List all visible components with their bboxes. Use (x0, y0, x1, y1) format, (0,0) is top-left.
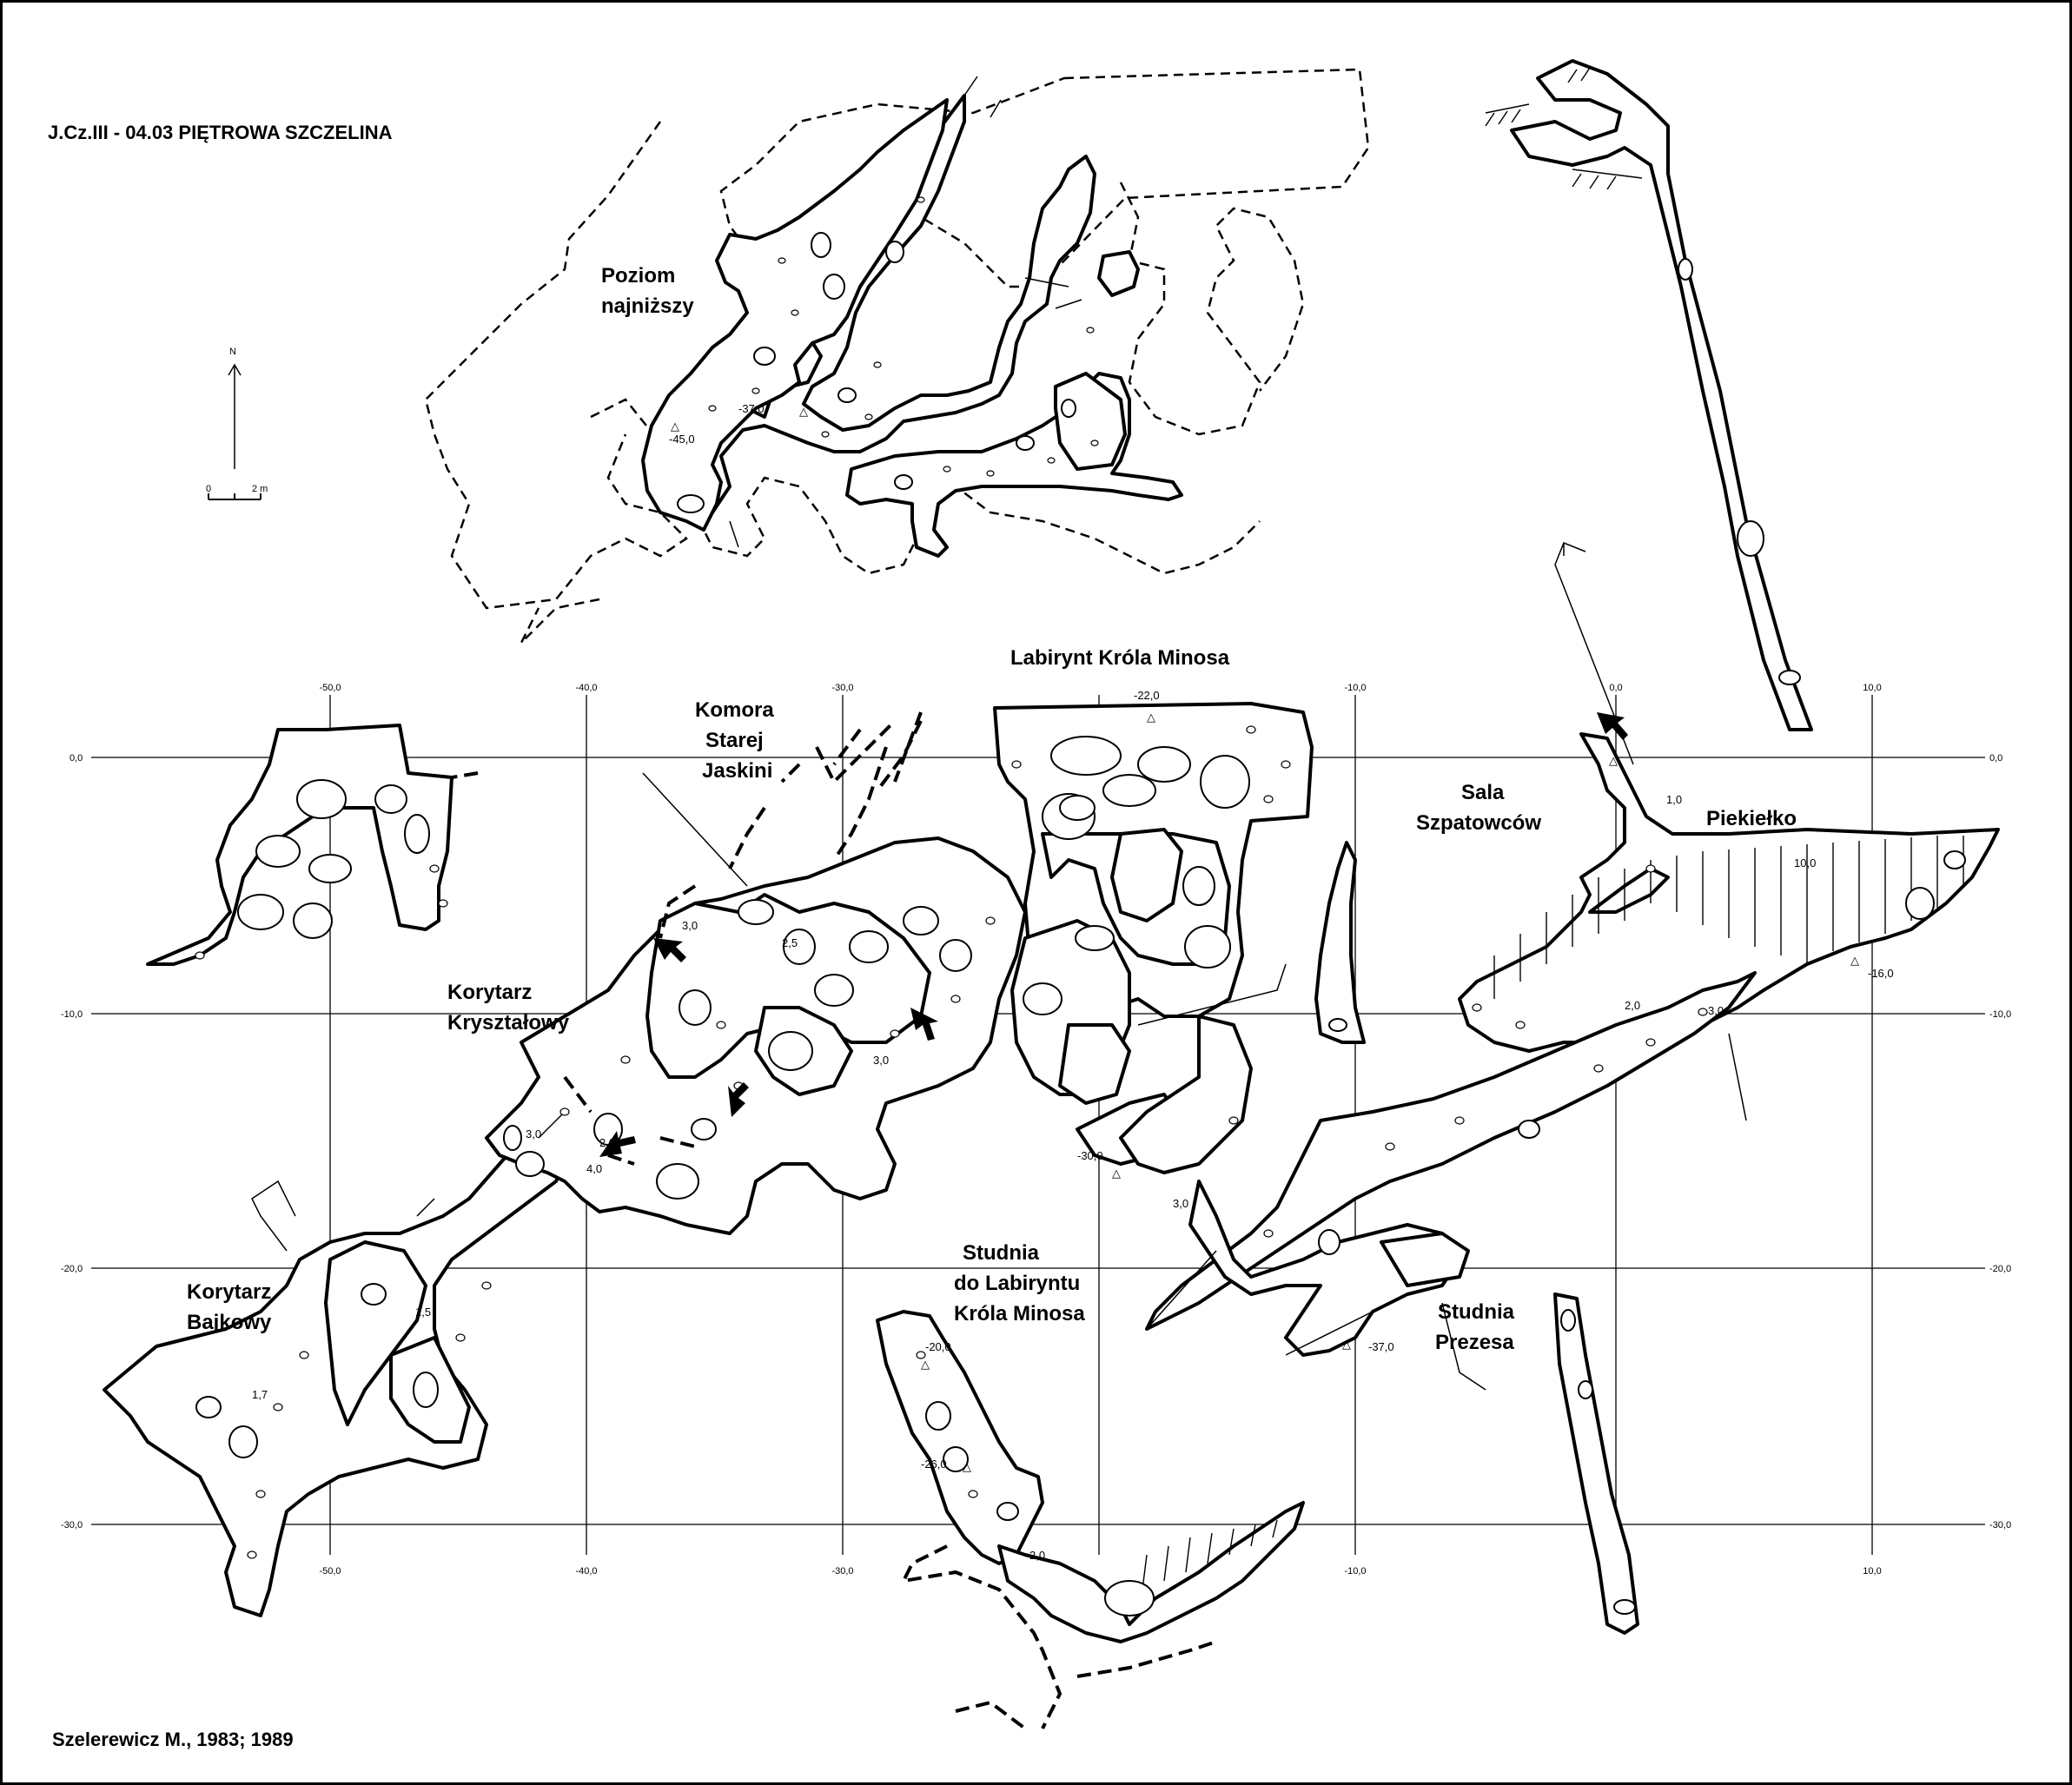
height-label: 2,0 (599, 1136, 615, 1149)
scale-zero: 0 (206, 484, 211, 494)
label-piekielko: Piekiełko (1706, 807, 1797, 830)
x-tick-bottom: -50,0 (319, 1566, 341, 1577)
slope-hatching (1493, 836, 1964, 999)
y-tick-left: -10,0 (61, 1009, 83, 1020)
survey-station-icon: △ (1112, 1167, 1121, 1180)
y-tick-right: -10,0 (1989, 1009, 2011, 1020)
height-label: 10,0 (1794, 856, 1816, 869)
x-tick-top: -40,0 (575, 683, 597, 693)
label-krola-minosa: Króla Minosa (954, 1302, 1085, 1326)
depth-label: -20,0 (925, 1340, 951, 1353)
pebbles-main (195, 725, 1966, 1616)
survey-station-icon: △ (1342, 1338, 1351, 1351)
label-prezesa: Prezesa (1435, 1331, 1514, 1354)
label-krysztalowy: Kryształowy (447, 1011, 570, 1035)
label-do-labiryntu: do Labiryntu (954, 1272, 1080, 1295)
author-credit: Szelerewicz M., 1983; 1989 (52, 1729, 294, 1750)
depth-label: -16,0 (1868, 967, 1894, 980)
x-tick-top: 0,0 (1609, 683, 1622, 693)
label-studnia-prezesa: Studnia (1438, 1300, 1515, 1324)
scale-bar: 0 2 m (206, 484, 268, 500)
height-label: 1,7 (252, 1388, 268, 1401)
label-najnizszy: najniższy (601, 294, 694, 318)
pebbles-upper (677, 196, 1099, 513)
x-tick-bottom: 10,0 (1863, 1566, 1881, 1577)
height-label: 2,5 (782, 936, 798, 949)
scale-end: 2 m (252, 484, 268, 494)
survey-station-icon: △ (963, 1460, 971, 1473)
depth-label: -37,0 (738, 402, 765, 415)
y-tick-left: -20,0 (61, 1264, 83, 1274)
upper-level-map: -37,0 △ -45,0 △ (424, 68, 1370, 644)
place-labels: J.Cz.III - 04.03 PIĘTROWA SZCZELINA Pozi… (48, 122, 1797, 1750)
depth-label: -22,0 (1134, 689, 1160, 702)
y-tick-left: 0,0 (70, 753, 83, 764)
label-sala: Sala (1461, 781, 1505, 804)
label-korytarz-bajkowy: Korytarz (187, 1280, 271, 1304)
y-tick-right: 0,0 (1989, 753, 2002, 764)
survey-station-icon: △ (799, 405, 808, 418)
y-tick-right: -30,0 (1989, 1520, 2011, 1530)
x-tick-bottom: -30,0 (831, 1566, 853, 1577)
survey-station-icon: △ (921, 1358, 930, 1371)
cross-section-right-upper (1485, 59, 1813, 731)
label-korytarz-krysztalowy: Korytarz (447, 981, 532, 1004)
y-tick-labels: 0,0 -10,0 -20,0 -30,0 0,0 -10,0 -20,0 -3… (61, 753, 2011, 1530)
label-poziom: Poziom (601, 264, 675, 288)
y-tick-left: -30,0 (61, 1520, 83, 1530)
depth-label: -37,0 (1368, 1340, 1394, 1353)
depth-label: -30,0 (1077, 1149, 1103, 1162)
height-label: 3,0 (873, 1054, 889, 1067)
survey-station-icon: △ (1609, 754, 1618, 767)
survey-station-icon: △ (1147, 711, 1155, 724)
north-arrow: N (228, 347, 242, 469)
x-tick-top: -30,0 (831, 683, 853, 693)
main-cave (103, 541, 2000, 1730)
x-tick-top: 10,0 (1863, 683, 1881, 693)
height-label: 4,0 (586, 1162, 602, 1175)
label-labirynt: Labirynt Króla Minosa (1010, 646, 1230, 670)
height-label: 3,0 (526, 1127, 541, 1140)
height-label: 3,0 (1708, 1004, 1724, 1017)
depth-label: -45,0 (669, 433, 695, 446)
height-label: 1,0 (1666, 793, 1682, 806)
height-label: 3,0 (682, 919, 698, 932)
cross-section-left (146, 724, 479, 966)
map-title: J.Cz.III - 04.03 PIĘTROWA SZCZELINA (48, 122, 393, 143)
height-label: 2,0 (1625, 999, 1640, 1012)
label-jaskini: Jaskini (702, 759, 772, 783)
depth-label: -26,0 (921, 1458, 947, 1471)
label-starej: Starej (705, 729, 764, 752)
x-tick-top: -50,0 (319, 683, 341, 693)
label-bajkowy: Bajkowy (187, 1311, 272, 1334)
height-label: 2,0 (1029, 1549, 1045, 1562)
label-szpatowcow: Szpatowców (1416, 811, 1541, 835)
height-label: 3,0 (1173, 1197, 1188, 1210)
entrance-arrows (599, 712, 1628, 1157)
x-tick-labels: -50,0 -40,0 -30,0 -10,0 0,0 10,0 -50,0 -… (319, 683, 1881, 1577)
x-tick-bottom: -40,0 (575, 1566, 597, 1577)
survey-station-icon: △ (671, 420, 679, 433)
y-tick-right: -20,0 (1989, 1264, 2011, 1274)
label-komora: Komora (695, 698, 774, 722)
label-studnia: Studnia (963, 1241, 1040, 1265)
height-label: 1,5 (415, 1306, 431, 1319)
depth-labels: -22,0 -16,0 -30,0 -20,0 -26,0 -37,0 3,0 … (252, 689, 1894, 1562)
x-tick-top: -10,0 (1344, 683, 1366, 693)
x-tick-bottom: -10,0 (1344, 1566, 1366, 1577)
survey-station-icon: △ (1850, 954, 1859, 967)
north-label: N (229, 347, 236, 357)
